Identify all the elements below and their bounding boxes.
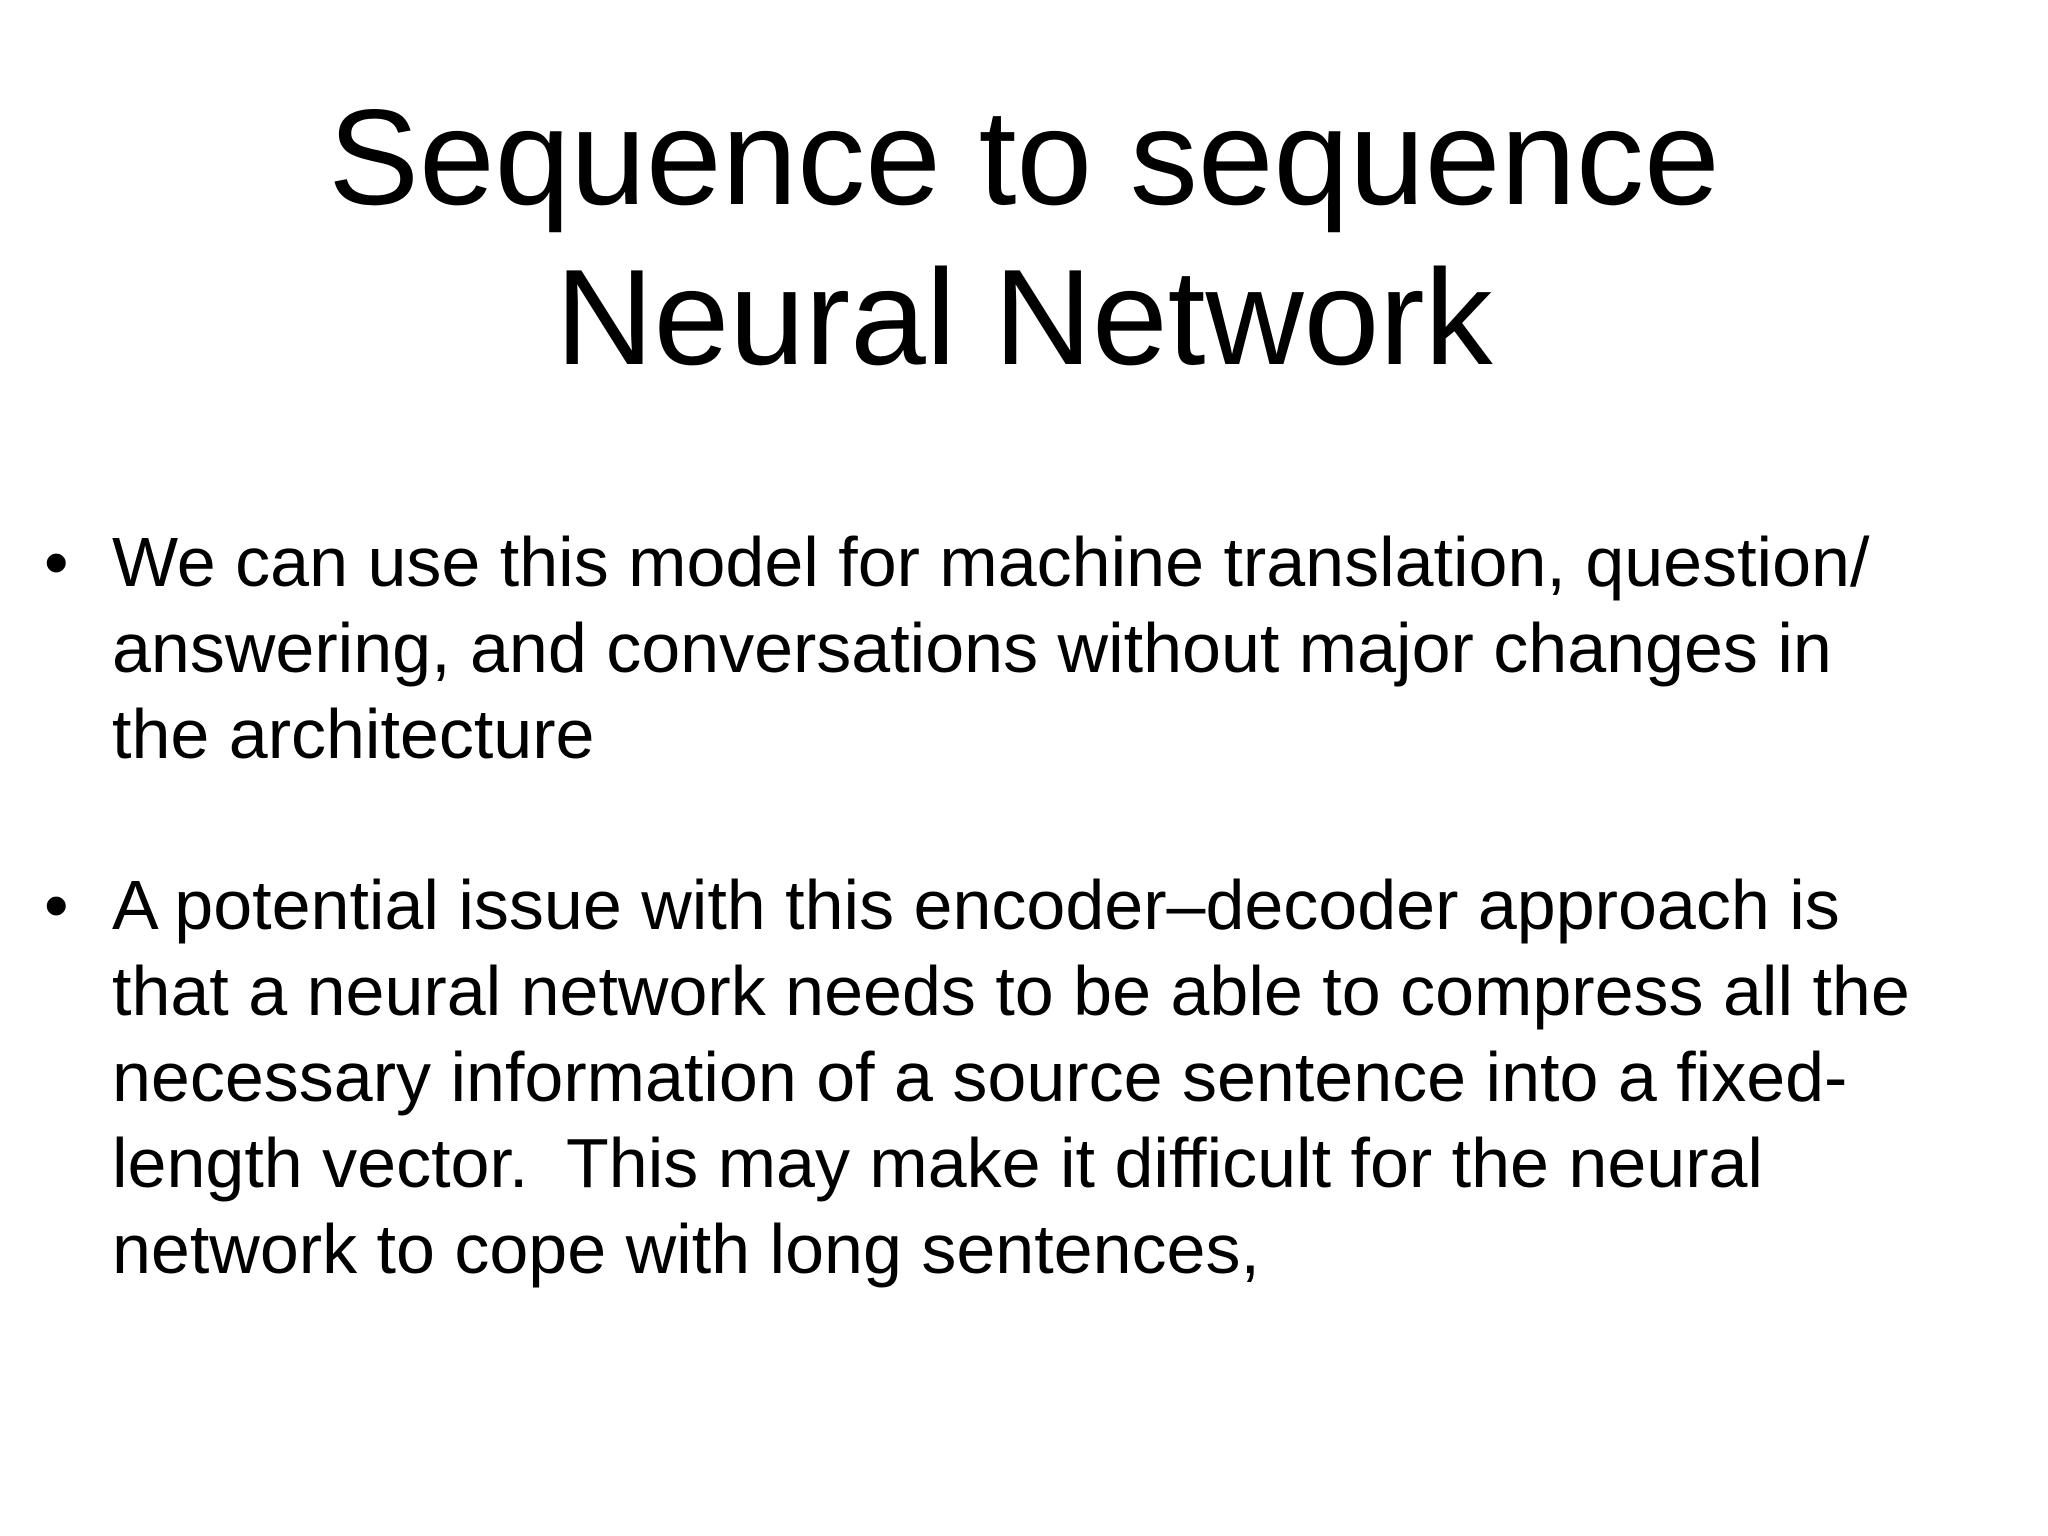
- bullet-text: We can use this model for machine transl…: [112, 523, 1870, 773]
- bullet-dot-icon: •: [44, 523, 69, 601]
- bullet-dot-icon: •: [44, 866, 69, 944]
- bullet-list: • We can use this model for machine tran…: [44, 519, 2004, 1292]
- list-item: • A potential issue with this encoder–de…: [44, 862, 2004, 1292]
- list-item: • We can use this model for machine tran…: [44, 519, 2004, 777]
- slide-title: Sequence to sequence Neural Network: [328, 81, 1720, 393]
- bullet-text: A potential issue with this encoder–deco…: [112, 866, 1910, 1288]
